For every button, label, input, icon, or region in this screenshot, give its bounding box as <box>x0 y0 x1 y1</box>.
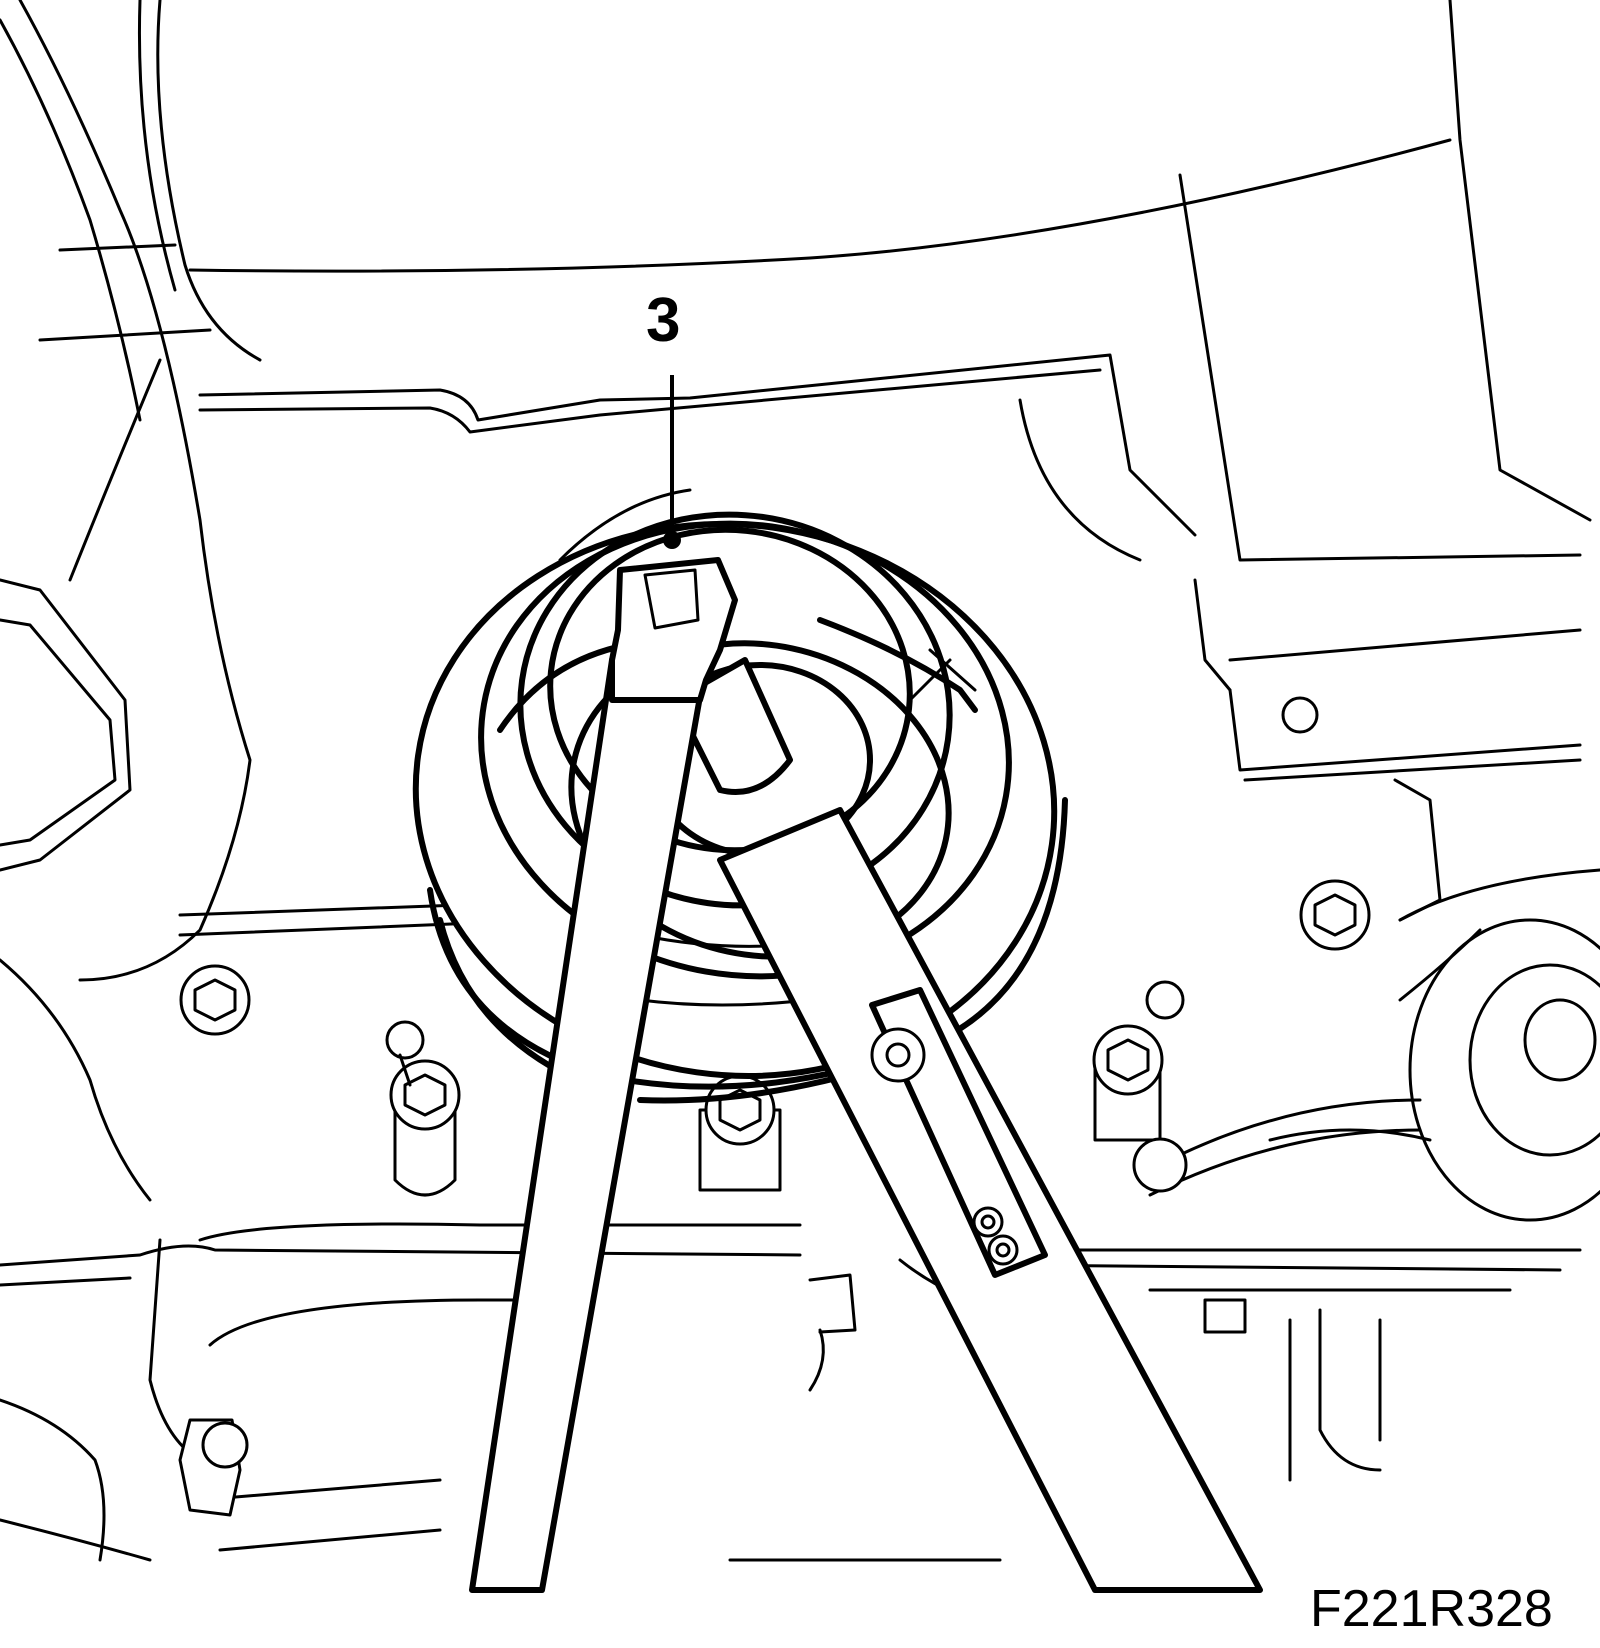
bolt-right-mid <box>1092 1024 1164 1142</box>
breaker-bar <box>469 557 738 1593</box>
holding-tool-bar <box>717 807 1263 1593</box>
left-bracket <box>0 0 252 1202</box>
callout-3-leader <box>663 375 681 549</box>
bolt-lower-left <box>178 1418 249 1517</box>
bolt-right-upper <box>1299 879 1371 951</box>
figure-code: F221R328 <box>1310 1580 1553 1638</box>
bolt-mid-left <box>389 1059 461 1197</box>
timing-cover-outline <box>137 0 1592 782</box>
bolt-upper-left <box>179 964 251 1036</box>
dowel-right <box>1132 980 1188 1193</box>
crankshaft-pulley <box>412 488 1068 1104</box>
right-idler <box>1148 778 1600 1222</box>
dowel-left <box>385 1020 425 1087</box>
callout-label-3: 3 <box>646 286 681 355</box>
